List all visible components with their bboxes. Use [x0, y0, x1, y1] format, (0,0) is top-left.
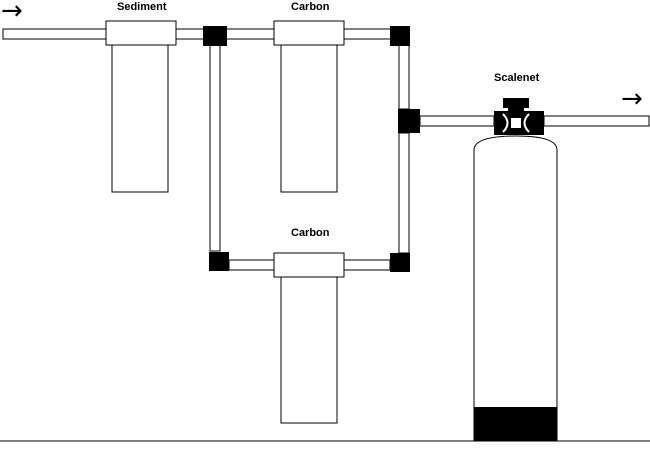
pipe-to-softener	[419, 115, 495, 127]
pipe-right-vertical-lower	[398, 132, 410, 254]
outlet-pipe	[543, 115, 650, 127]
softener-base	[474, 407, 557, 441]
pipe-sediment-out	[174, 28, 206, 40]
softener-valve	[494, 98, 544, 135]
outlet-arrow: →	[621, 84, 643, 114]
inlet-arrow: →	[1, 0, 23, 26]
carbon-bottom-label: Carbon	[291, 227, 330, 239]
tee-fitting-top-left	[203, 26, 227, 46]
sediment-filter-housing	[111, 44, 169, 193]
pipe-carbon-top-out	[343, 28, 393, 40]
pipe-left-vertical	[209, 44, 221, 252]
carbon-filter-bottom-head	[273, 252, 345, 278]
elbow-fitting-bottom-right	[390, 253, 410, 272]
pipe-carbon-bottom-in	[228, 259, 275, 271]
tee-fitting-right	[398, 109, 420, 133]
carbon-filter-top-housing	[280, 44, 338, 193]
sediment-label: Sediment	[117, 1, 167, 13]
elbow-fitting-bottom-left	[209, 252, 229, 271]
pipe-right-vertical-upper	[398, 44, 410, 110]
softener-tank	[473, 135, 558, 442]
pipe-carbon-bottom-out	[343, 259, 391, 271]
sediment-filter-head	[105, 20, 177, 46]
softener-label: Scalenet	[494, 72, 540, 84]
inlet-pipe	[2, 28, 108, 40]
carbon-top-label: Carbon	[291, 1, 330, 13]
carbon-filter-bottom-housing	[280, 276, 338, 424]
elbow-fitting-top-right	[390, 26, 410, 46]
pipe-carbon-top-in	[225, 28, 275, 40]
carbon-filter-top-head	[273, 20, 345, 46]
